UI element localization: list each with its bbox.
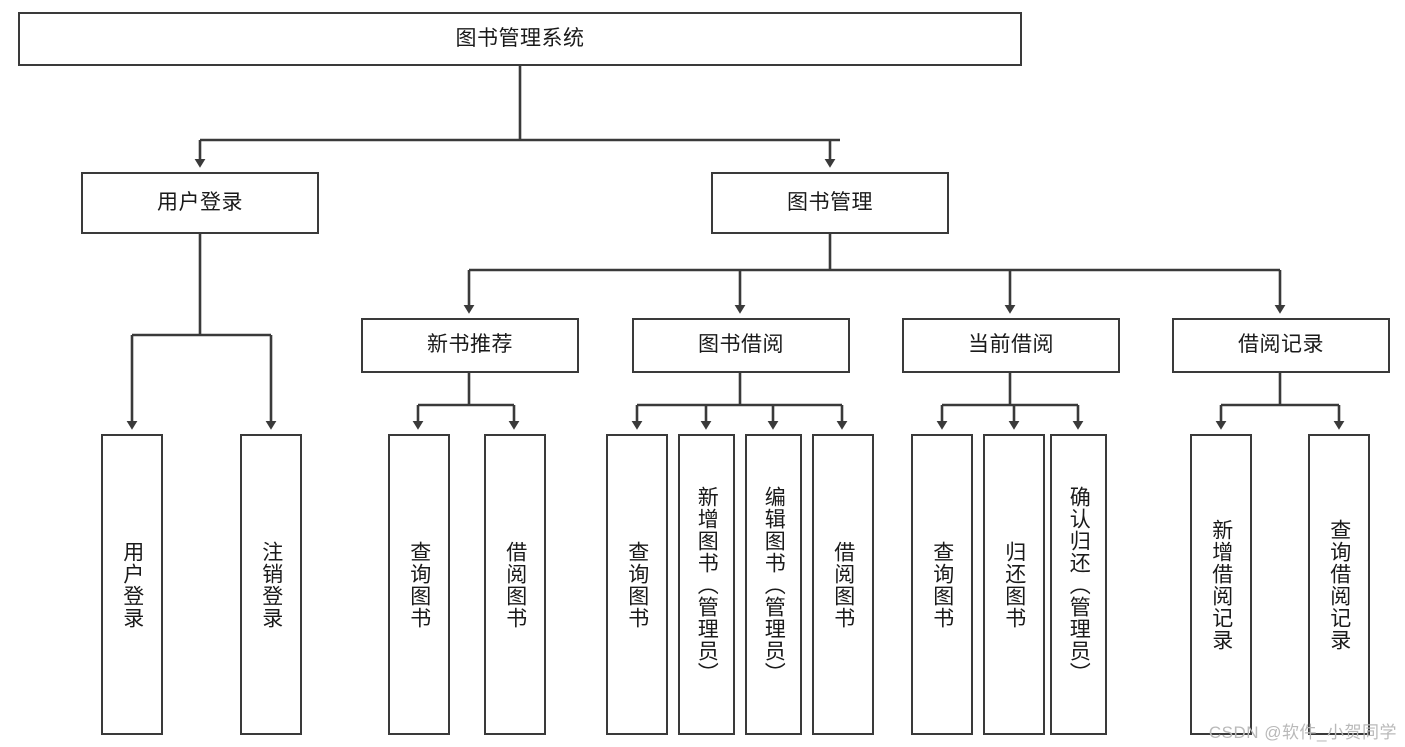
node-book-manage[interactable]: 图书管理	[711, 172, 949, 234]
node-leaf-logout-label: 注销登录	[259, 540, 283, 629]
node-leaf-add-record[interactable]: 新增借阅记录	[1190, 434, 1252, 735]
node-leaf-return-book[interactable]: 归还图书	[983, 434, 1045, 735]
node-leaf-add-record-label: 新增借阅记录	[1209, 518, 1233, 651]
node-book-borrow-label: 图书借阅	[698, 333, 784, 357]
node-leaf-query-book-1[interactable]: 查询图书	[388, 434, 450, 735]
node-leaf-add-book-label: 新增图书（管理员）	[695, 485, 719, 684]
node-leaf-user-login[interactable]: 用户登录	[101, 434, 163, 735]
node-user-login-label: 用户登录	[157, 190, 243, 214]
node-leaf-logout[interactable]: 注销登录	[240, 434, 302, 735]
node-current-borrow-label: 当前借阅	[968, 333, 1054, 357]
node-leaf-query-record-label: 查询借阅记录	[1327, 518, 1351, 651]
node-new-book-rec-label: 新书推荐	[427, 333, 513, 357]
node-leaf-return-book-label: 归还图书	[1002, 540, 1026, 629]
node-current-borrow[interactable]: 当前借阅	[902, 318, 1120, 373]
node-leaf-borrow-book-1[interactable]: 借阅图书	[484, 434, 546, 735]
node-leaf-borrow-book-2[interactable]: 借阅图书	[812, 434, 874, 735]
node-book-manage-label: 图书管理	[787, 190, 873, 214]
watermark: CSDN @软件_小贺同学	[1208, 723, 1397, 742]
node-root[interactable]: 图书管理系统	[18, 12, 1022, 66]
node-leaf-query-record[interactable]: 查询借阅记录	[1308, 434, 1370, 735]
node-leaf-query-book-2[interactable]: 查询图书	[606, 434, 668, 735]
node-root-label: 图书管理系统	[455, 26, 585, 50]
node-borrow-record[interactable]: 借阅记录	[1172, 318, 1390, 373]
node-leaf-query-book-3-label: 查询图书	[930, 540, 954, 629]
node-leaf-borrow-book-2-label: 借阅图书	[831, 540, 855, 629]
node-leaf-user-login-label: 用户登录	[120, 540, 144, 629]
node-leaf-add-book[interactable]: 新增图书（管理员）	[678, 434, 735, 735]
node-leaf-query-book-1-label: 查询图书	[407, 540, 431, 629]
node-leaf-confirm-return[interactable]: 确认归还（管理员）	[1050, 434, 1107, 735]
node-user-login[interactable]: 用户登录	[81, 172, 319, 234]
node-leaf-edit-book[interactable]: 编辑图书（管理员）	[745, 434, 802, 735]
node-leaf-query-book-3[interactable]: 查询图书	[911, 434, 973, 735]
node-leaf-edit-book-label: 编辑图书（管理员）	[762, 485, 786, 684]
node-borrow-record-label: 借阅记录	[1238, 333, 1324, 357]
node-book-borrow[interactable]: 图书借阅	[632, 318, 850, 373]
node-leaf-confirm-return-label: 确认归还（管理员）	[1067, 485, 1091, 684]
node-leaf-borrow-book-1-label: 借阅图书	[503, 540, 527, 629]
node-new-book-rec[interactable]: 新书推荐	[361, 318, 579, 373]
node-leaf-query-book-2-label: 查询图书	[625, 540, 649, 629]
